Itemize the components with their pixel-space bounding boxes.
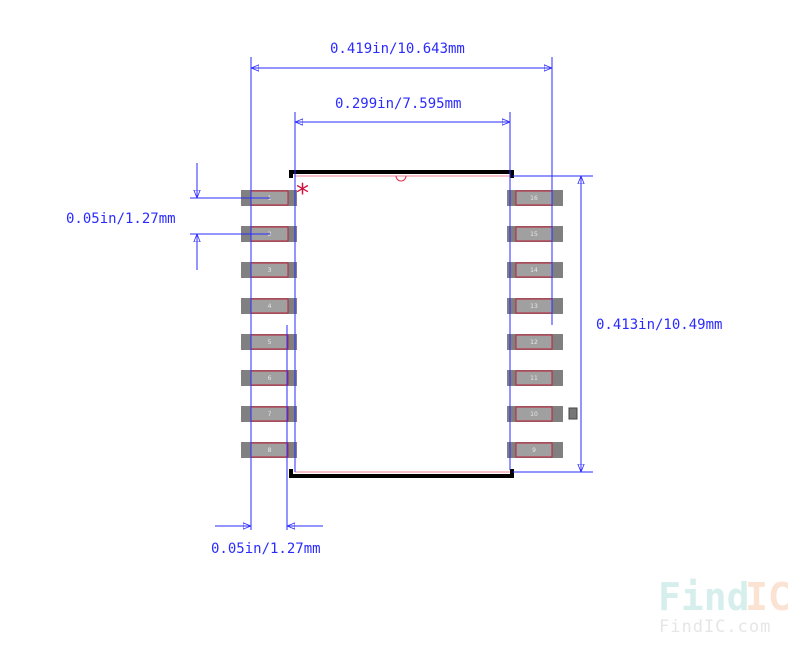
pad-right-10: 10 <box>507 406 563 422</box>
pin-number: 7 <box>268 411 272 418</box>
height-label: 0.413in/10.49mm <box>596 317 722 333</box>
pad-right-13: 13 <box>507 298 563 314</box>
pad-left-4: 4 <box>241 298 297 314</box>
pad-left-5: 5 <box>241 334 297 350</box>
body-width-label: 0.299in/7.595mm <box>335 96 461 112</box>
pin-number: 14 <box>530 267 538 274</box>
extension-lines <box>190 57 593 530</box>
pin-number: 6 <box>268 375 272 382</box>
pin1-marker: * <box>296 179 309 209</box>
pin1-notch <box>395 175 407 182</box>
pad-width-label: 0.05in/1.27mm <box>211 541 321 557</box>
watermark-url: FindIC.com <box>659 617 771 637</box>
watermark-logo-ic: IC <box>745 575 791 619</box>
pin-number: 11 <box>530 375 538 382</box>
pin-number: 8 <box>268 447 272 454</box>
dimension-lines <box>197 68 581 526</box>
pitch-label: 0.05in/1.27mm <box>66 211 176 227</box>
pin-number: 9 <box>532 447 536 454</box>
pin-number: 12 <box>530 339 538 346</box>
findic-watermark: Find IC FindIC.com <box>658 575 791 637</box>
side-marker <box>568 407 578 420</box>
watermark-logo-find: Find <box>658 575 750 619</box>
pin-number: 5 <box>268 339 272 346</box>
pad-left-7: 7 <box>241 406 297 422</box>
pad-right-9: 9 <box>507 442 563 458</box>
pad-left-8: 8 <box>241 442 297 458</box>
pin-number: 15 <box>530 231 538 238</box>
pad-left-6: 6 <box>241 370 297 386</box>
pin-number: 16 <box>530 195 538 202</box>
pad-right-15: 15 <box>507 226 563 242</box>
pad-right-16: 16 <box>507 190 563 206</box>
pad-right-11: 11 <box>507 370 563 386</box>
pad-right-12: 12 <box>507 334 563 350</box>
pad-left-3: 3 <box>241 262 297 278</box>
pin-number: 13 <box>530 303 538 310</box>
pin-number: 10 <box>530 411 538 418</box>
overall-width-label: 0.419in/10.643mm <box>330 41 465 57</box>
pin-number: 4 <box>268 303 272 310</box>
pad-right-14: 14 <box>507 262 563 278</box>
pads: 12345678161514131211109 <box>241 190 563 458</box>
pin-number: 3 <box>268 267 272 274</box>
body-outline <box>289 170 514 478</box>
